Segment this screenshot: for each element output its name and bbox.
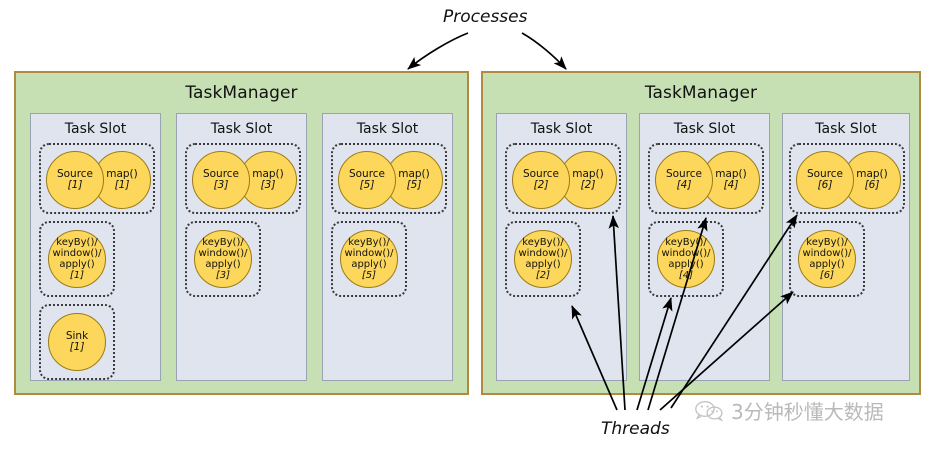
operator-window-4-label: keyBy()/window()/apply() [661,237,711,270]
operator-window-3-label: keyBy()/window()/apply() [198,237,248,270]
operator-source-5-index: [5] [359,179,375,191]
operator-source-5: Source [5] [338,151,396,209]
operator-map-4-label: map() [715,167,747,180]
operator-source-1-index: [1] [67,179,83,191]
annotation-threads: Threads [601,419,670,439]
operator-source-3: Source [3] [192,151,250,209]
operator-window-5: keyBy()/window()/apply() [5] [340,230,398,288]
taskmanager-1-slot-1: Task Slot Source [1] map() [1] keyBy()/w… [30,113,161,381]
operator-source-4-label: Source [665,167,703,180]
task-window-2: keyBy()/window()/apply() [2] [505,221,581,297]
taskmanager-1-slot-3: Task Slot Source [5] map() [5] keyBy()/w… [322,113,453,381]
operator-source-2-label: Source [522,167,560,180]
operator-map-5-label: map() [398,167,430,180]
operator-window-1: keyBy()/window()/apply() [1] [48,230,106,288]
operator-window-6-index: [6] [819,270,835,281]
operator-source-3-label: Source [202,167,240,180]
task-sink-1: Sink [1] [39,304,115,380]
task-window-5: keyBy()/window()/apply() [5] [331,221,407,297]
arrow-processes-to-taskmanager-1 [407,32,469,70]
taskmanager-2-slot-1-title: Task Slot [530,121,593,137]
operator-map-1-label: map() [106,167,138,180]
taskmanager-1-slot-2: Task Slot Source [3] map() [3] keyBy()/w… [176,113,307,381]
wechat-icon [695,400,724,422]
operator-window-2-label: keyBy()/window()/apply() [518,237,568,270]
task-source-map-1: Source [1] map() [1] [39,143,155,214]
operator-window-2-index: [2] [535,270,551,281]
operator-source-1: Source [1] [46,151,104,209]
watermark-text: 3分钟秒懂大数据 [731,400,884,424]
operator-source-6-label: Source [806,167,844,180]
operator-window-3: keyBy()/window()/apply() [3] [194,230,252,288]
operator-map-3-label: map() [252,167,284,180]
taskmanager-1: TaskManager Task Slot Source [1] map() [… [14,71,469,395]
taskmanager-2-slot-3: Task Slot Source [6] map() [6] keyBy()/w… [782,113,910,381]
operator-window-6: keyBy()/window()/apply() [6] [798,230,856,288]
operator-window-3-index: [3] [215,270,231,281]
task-source-map-2: Source [2] map() [2] [505,143,621,214]
taskmanager-2-slot-1: Task Slot Source [2] map() [2] keyBy()/w… [496,113,627,381]
operator-map-6-index: [6] [864,179,880,191]
task-window-3: keyBy()/window()/apply() [3] [185,221,261,297]
task-source-map-3: Source [3] map() [3] [185,143,301,214]
operator-source-6: Source [6] [796,151,854,209]
watermark: 3分钟秒懂大数据 [694,396,884,425]
operator-window-4: keyBy()/window()/apply() [4] [657,230,715,288]
taskmanager-2-slot-2: Task Slot Source [4] map() [4] keyBy()/w… [639,113,770,381]
task-source-map-5: Source [5] map() [5] [331,143,447,214]
operator-source-4-index: [4] [676,179,692,191]
operator-window-1-index: [1] [69,270,85,281]
operator-sink-1-label: Sink [65,329,89,342]
task-window-1: keyBy()/window()/apply() [1] [39,221,115,297]
annotation-processes: Processes [443,7,528,27]
operator-source-2: Source [2] [512,151,570,209]
operator-source-5-label: Source [348,167,386,180]
operator-window-6-label: keyBy()/window()/apply() [802,237,852,270]
operator-window-5-label: keyBy()/window()/apply() [344,237,394,270]
taskmanager-2-slot-3-title: Task Slot [815,121,877,137]
operator-map-2-index: [2] [580,179,596,191]
operator-map-6-label: map() [856,167,888,180]
operator-map-5-index: [5] [406,179,422,191]
task-source-map-6: Source [6] map() [6] [789,143,905,214]
operator-source-2-index: [2] [533,179,549,191]
task-source-map-4: Source [4] map() [4] [648,143,764,214]
operator-sink-1-index: [1] [69,341,85,353]
operator-source-4: Source [4] [655,151,713,209]
task-window-6: keyBy()/window()/apply() [6] [789,221,865,297]
task-window-4: keyBy()/window()/apply() [4] [648,221,724,297]
operator-source-3-index: [3] [213,179,229,191]
operator-map-6: map() [6] [843,151,901,209]
operator-map-2-label: map() [572,167,604,180]
operator-map-2: map() [2] [559,151,617,209]
operator-map-3-index: [3] [260,179,276,191]
taskmanager-1-slot-3-title: Task Slot [356,121,419,137]
operator-window-5-index: [5] [361,270,377,281]
operator-source-1-label: Source [56,167,94,180]
taskmanager-1-slot-1-title: Task Slot [64,121,127,137]
operator-window-4-index: [4] [678,270,694,281]
taskmanager-2-title: TaskManager [644,83,758,103]
taskmanager-2: TaskManager Task Slot Source [2] map() [… [481,71,921,395]
taskmanager-1-title: TaskManager [185,83,298,103]
taskmanager-2-slot-2-title: Task Slot [673,121,736,137]
operator-window-2: keyBy()/window()/apply() [2] [514,230,572,288]
operator-map-4-index: [4] [723,179,739,191]
operator-sink-1: Sink [1] [48,313,106,371]
operator-source-6-index: [6] [817,179,833,191]
arrow-processes-to-taskmanager-2 [521,32,567,70]
operator-map-1-index: [1] [114,179,130,191]
taskmanager-1-slot-2-title: Task Slot [210,121,273,137]
operator-window-1-label: keyBy()/window()/apply() [52,237,102,270]
